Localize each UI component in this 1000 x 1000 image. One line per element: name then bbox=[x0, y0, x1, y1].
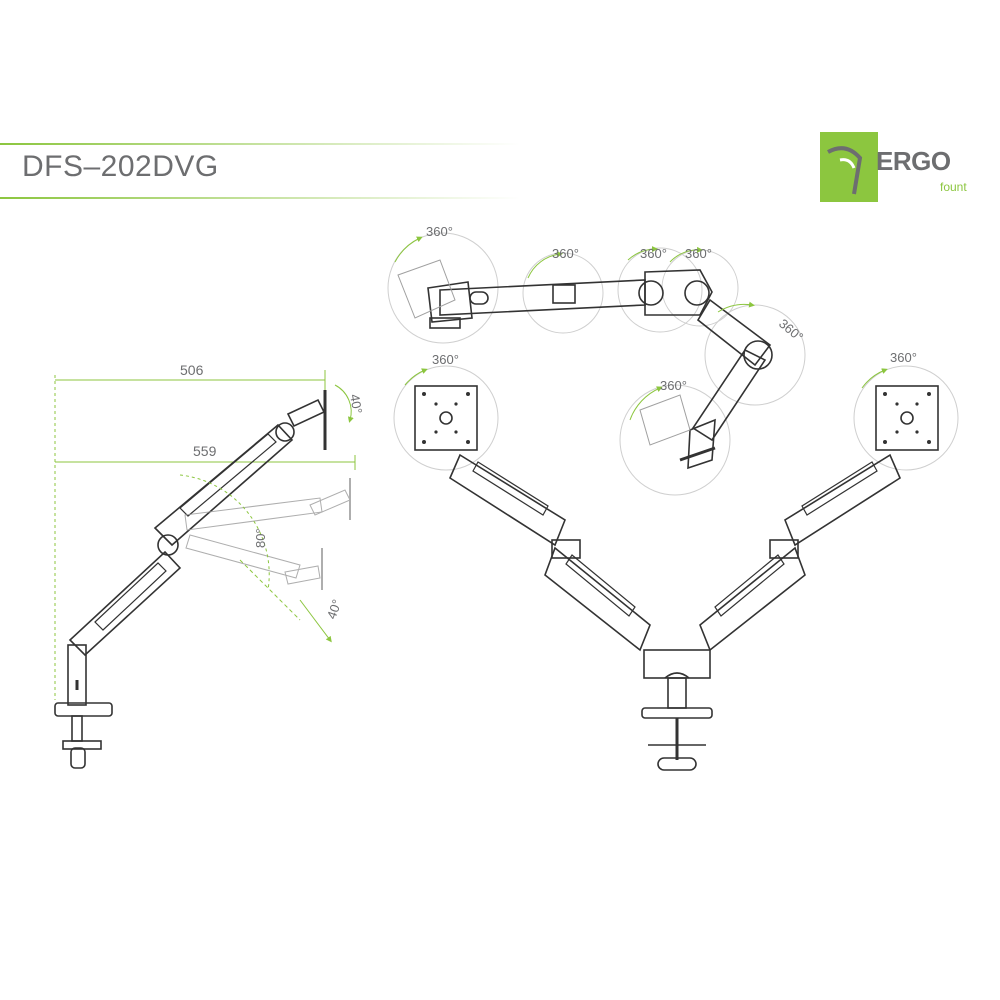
swivel-elbow-label: 360° bbox=[776, 316, 806, 345]
top-view bbox=[387, 232, 806, 496]
dimension-label-506: 506 bbox=[180, 362, 204, 378]
brand-logo: ERGO fount bbox=[820, 132, 990, 207]
swivel-joint-1-label: 360° bbox=[552, 246, 579, 261]
dimension-label-559: 559 bbox=[193, 443, 217, 459]
logo-wordmark: ERGO bbox=[876, 146, 951, 176]
rotate-left-panel-label: 360° bbox=[432, 352, 459, 367]
side-view bbox=[54, 370, 356, 769]
model-title: DFS–202DVG bbox=[22, 150, 219, 183]
rotate-right-panel-label: 360° bbox=[890, 350, 917, 365]
tilt-range-label: 80° bbox=[253, 528, 268, 548]
tilt-down-label: 40° bbox=[324, 597, 345, 621]
swivel-joint-2-label: 360° bbox=[640, 246, 667, 261]
tilt-up-label: 40° bbox=[347, 393, 365, 415]
logo-emblem-icon bbox=[820, 132, 878, 202]
logo-tagline: fount bbox=[940, 180, 967, 194]
header-rule-top bbox=[0, 143, 520, 145]
swivel-base-label: 360° bbox=[426, 224, 453, 239]
header-rule-bottom bbox=[0, 197, 520, 199]
swivel-joint-3-label: 360° bbox=[685, 246, 712, 261]
swivel-head-label: 360° bbox=[660, 378, 687, 393]
front-view bbox=[393, 365, 959, 771]
